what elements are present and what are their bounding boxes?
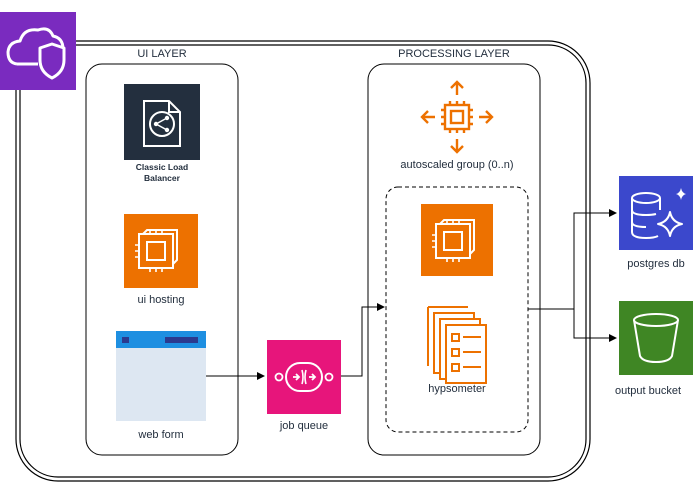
load-balancer-label: Classic Load Balancer (135, 162, 189, 183)
connector-processing-bucket (573, 309, 617, 342)
ec2-instance-icon (124, 214, 198, 288)
document-stack-icon (427, 306, 487, 384)
load-balancer-icon (124, 84, 200, 160)
processing-layer-box (367, 63, 541, 456)
web-form-label: web form (138, 429, 184, 441)
postgres-db-label: postgres db (627, 258, 685, 270)
connector-processing-db (528, 209, 617, 310)
bucket-icon (619, 301, 693, 375)
connector-queue-processing (341, 303, 385, 377)
processing-layer-label: PROCESSING LAYER (398, 48, 510, 60)
hypsometer-label: hypsometer (428, 383, 486, 395)
ui-layer-label: UI LAYER (137, 48, 187, 60)
sqs-queue-icon (267, 340, 341, 414)
region-container (15, 40, 591, 482)
autoscaled-group-label: autoscaled group (0..n) (400, 159, 514, 171)
instance-icon (421, 204, 493, 276)
ui-hosting-label: ui hosting (137, 294, 185, 306)
browser-window-icon (116, 331, 206, 421)
job-queue-label: job queue (279, 420, 329, 432)
output-bucket-label: output bucket (614, 385, 682, 397)
cloud-shield-icon (0, 12, 76, 90)
connectors (206, 209, 617, 380)
ui-layer-box (85, 63, 239, 456)
autoscaling-icon (420, 80, 494, 154)
database-icon (619, 176, 693, 250)
